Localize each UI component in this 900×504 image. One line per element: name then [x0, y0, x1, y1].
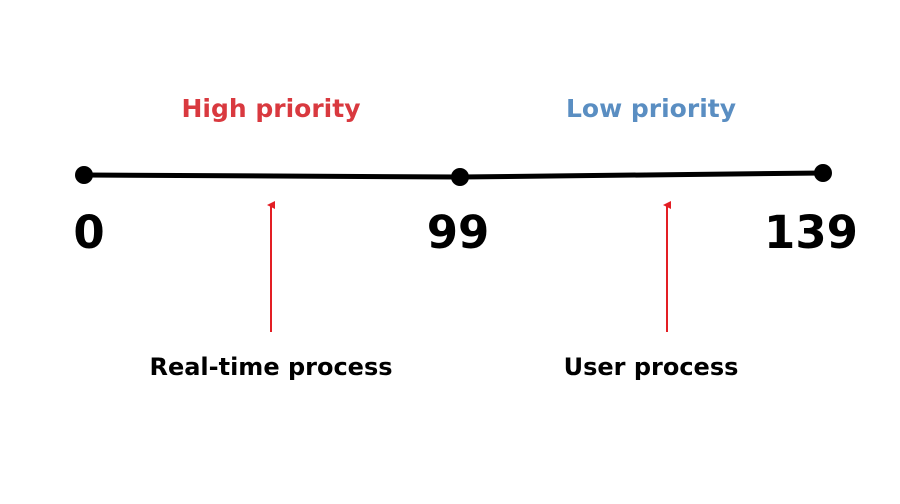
scale-point-0	[75, 166, 93, 184]
tick-label-0: 0	[73, 206, 105, 259]
scale-point-139	[814, 164, 832, 182]
tick-label-99: 99	[426, 206, 490, 259]
scale-point-99	[451, 168, 469, 186]
scale-line-left	[81, 172, 463, 180]
user-process-label: User process	[563, 353, 739, 381]
tick-label-139: 139	[764, 206, 858, 259]
low-priority-label: Low priority	[565, 94, 737, 123]
realtime-process-label: Real-time process	[149, 353, 393, 381]
scale-line-right	[457, 170, 826, 180]
high-priority-label: High priority	[181, 94, 361, 123]
